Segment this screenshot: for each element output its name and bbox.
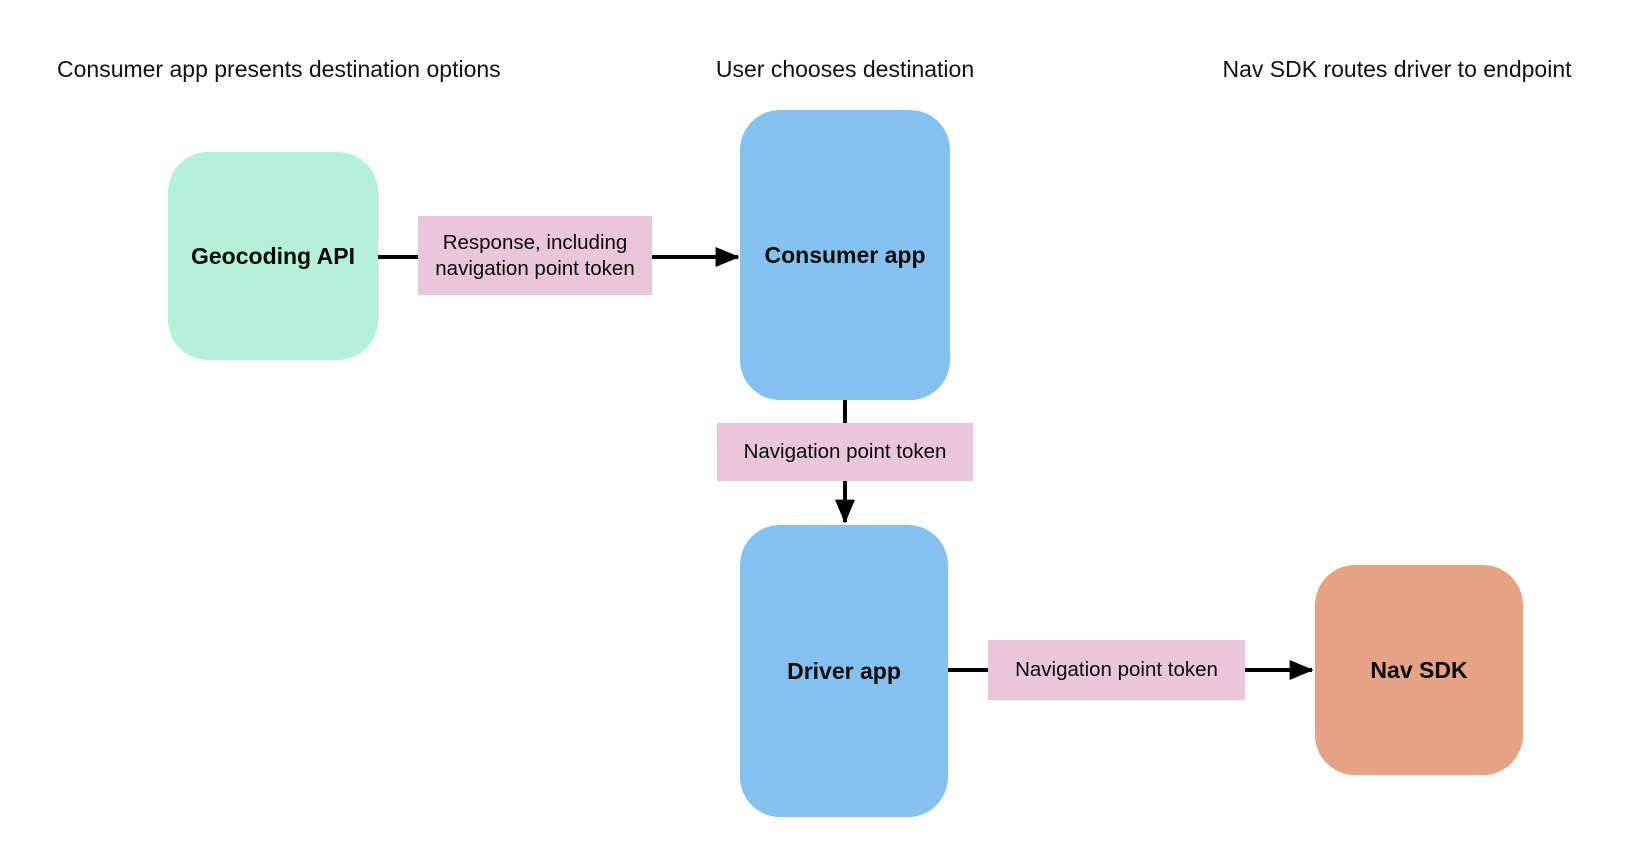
node-geocoding-api-label: Geocoding API (191, 242, 355, 269)
edge-label-navigation-point-token-horizontal: Navigation point token (988, 640, 1245, 700)
column-header-consumer-presents: Consumer app presents destination option… (57, 56, 501, 82)
node-consumer-app-label: Consumer app (764, 241, 926, 268)
column-header-user-chooses: User chooses destination (715, 56, 975, 82)
node-driver-app: Driver app (740, 525, 948, 817)
edge-label-response-including-token: Response, including navigation point tok… (418, 216, 652, 295)
column-header-navsdk-routes: Nav SDK routes driver to endpoint (1222, 56, 1572, 82)
node-nav-sdk-label: Nav SDK (1370, 656, 1468, 683)
node-nav-sdk: Nav SDK (1315, 565, 1523, 775)
node-consumer-app: Consumer app (740, 110, 950, 400)
node-geocoding-api: Geocoding API (168, 152, 378, 360)
edge-label-navigation-point-token-vertical: Navigation point token (717, 423, 973, 481)
node-driver-app-label: Driver app (787, 657, 901, 684)
